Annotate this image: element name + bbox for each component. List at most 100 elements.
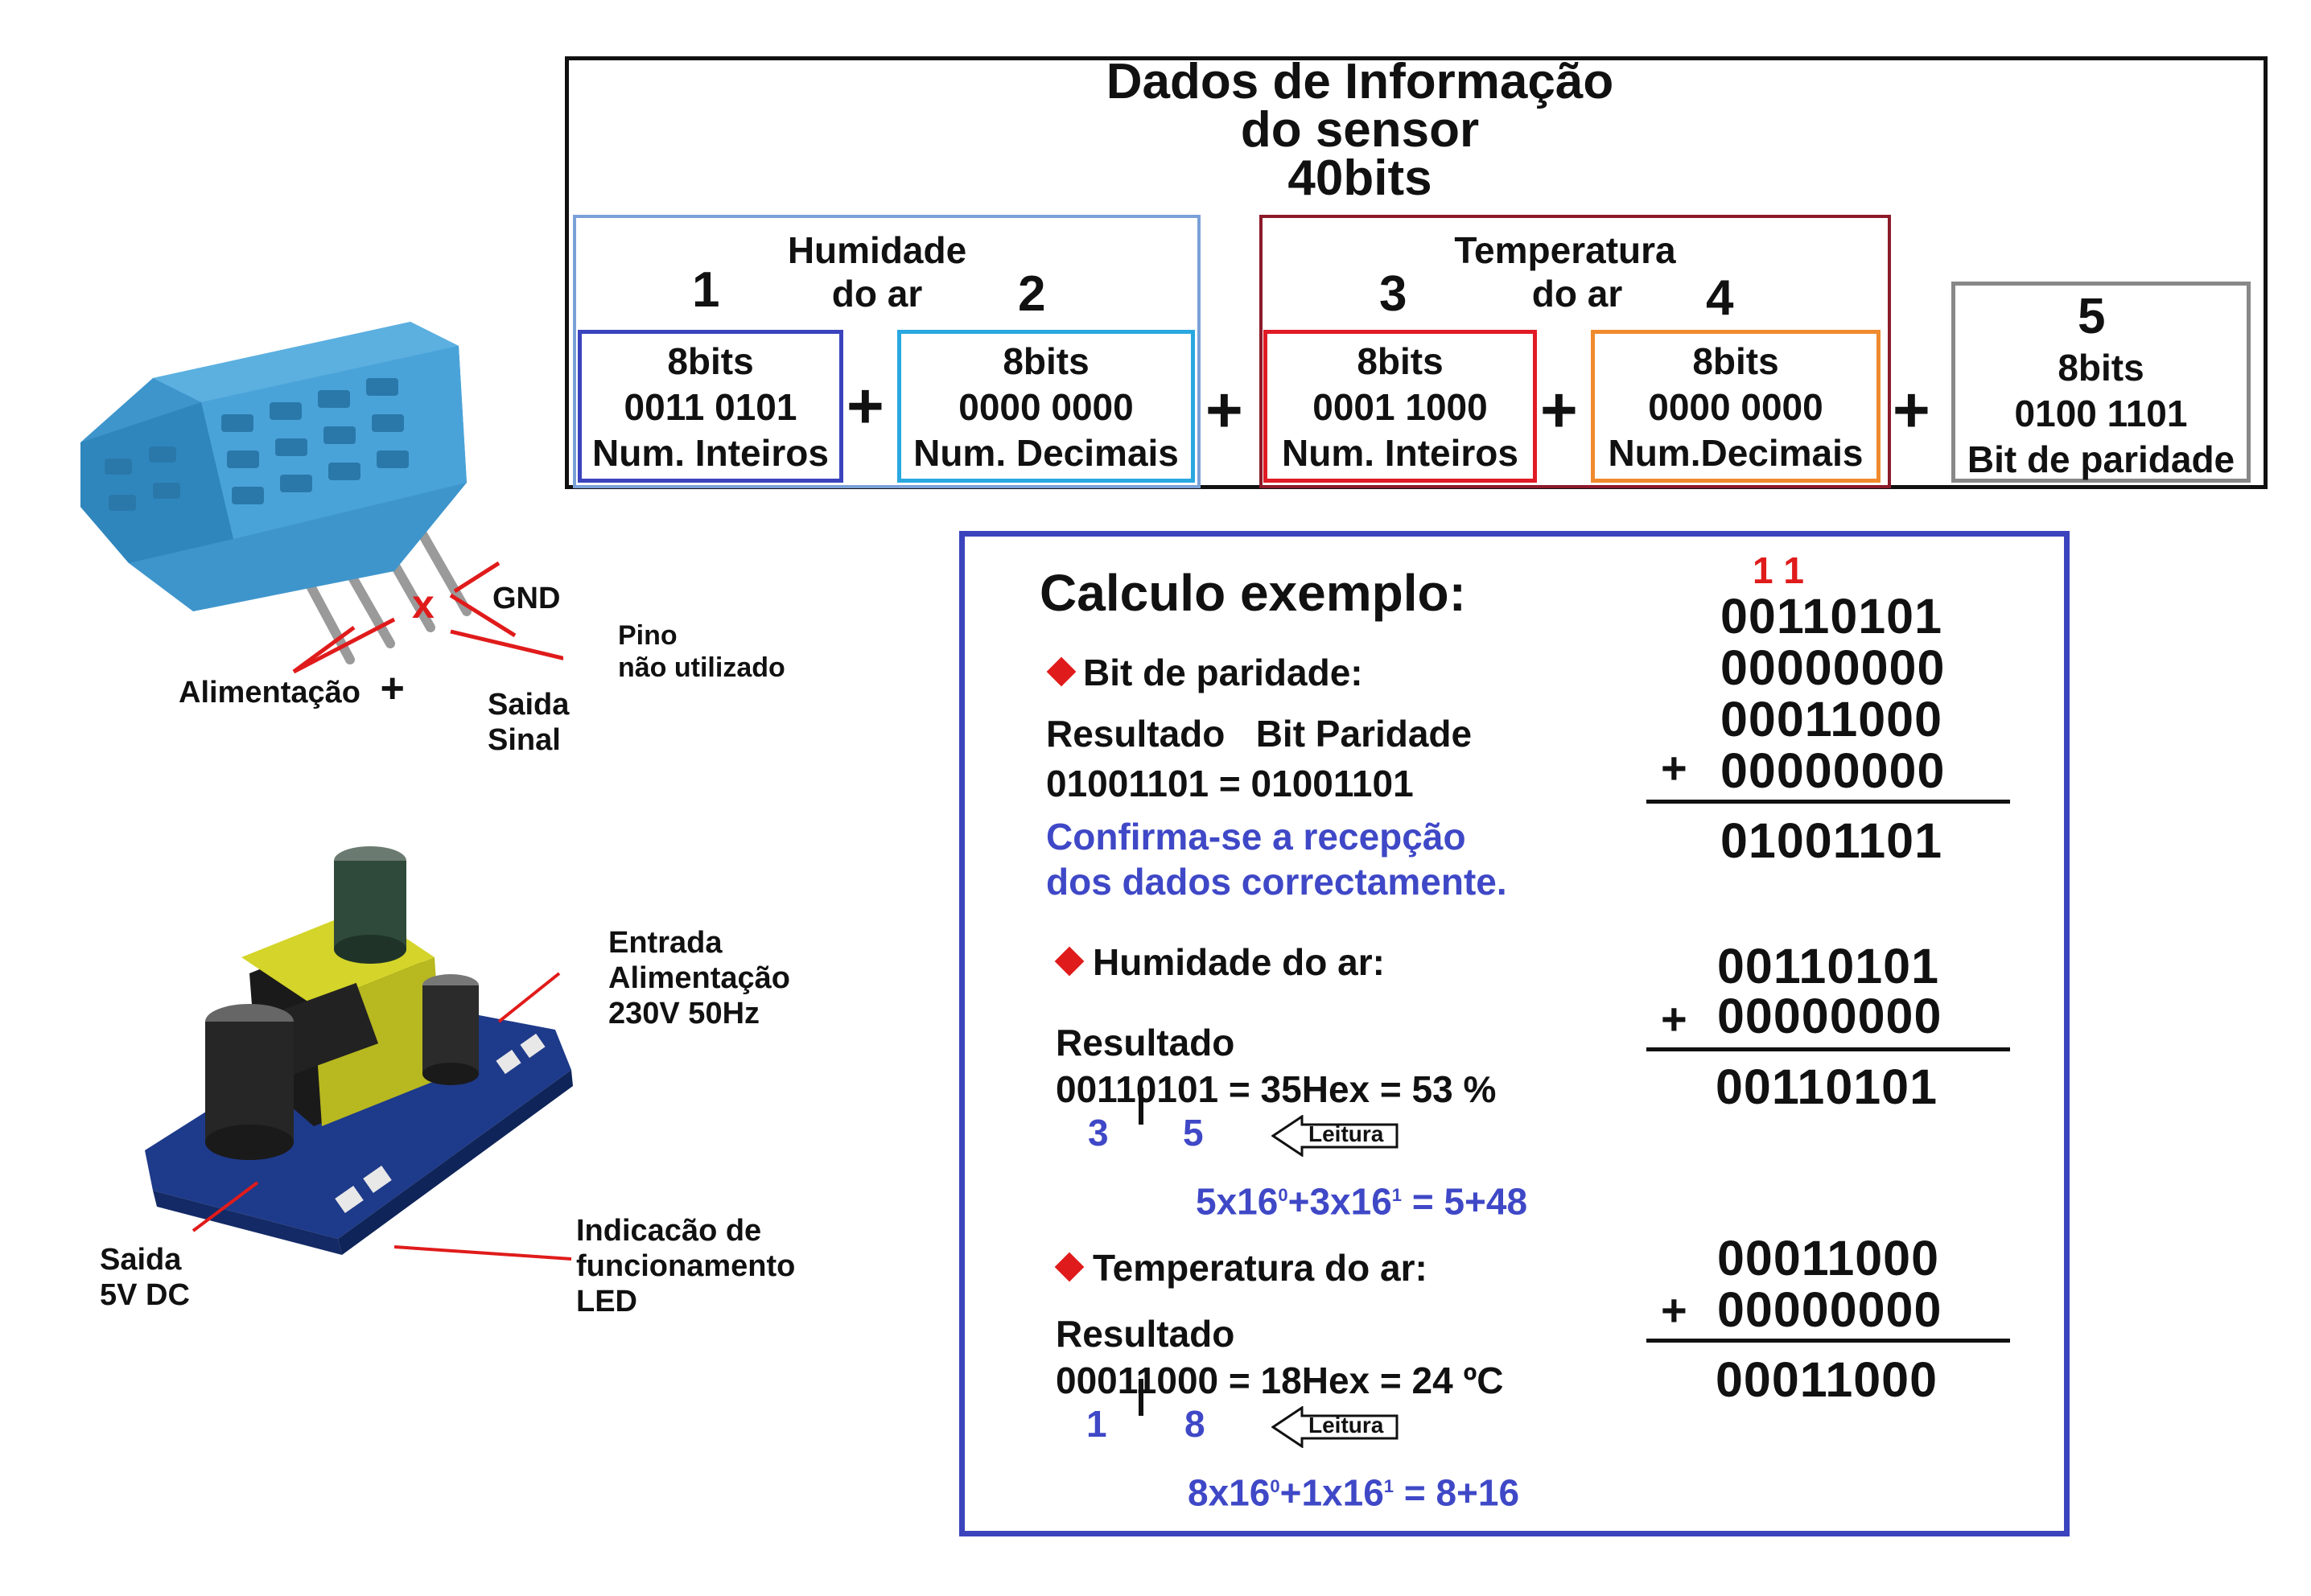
parity-carry: 1 1 <box>1753 549 1804 591</box>
parity-confirm-line-2: dos dados correctamente. <box>1046 861 1507 903</box>
field-3-value: 0001 1000 <box>1312 386 1488 428</box>
title-line-1: Dados de Informação <box>1106 54 1614 109</box>
humidity-addends: 00110101 00000000 <box>1717 941 1942 1041</box>
humidity-leitura-label: Leitura <box>1308 1121 1384 1146</box>
module-input-line-1: Entrada <box>608 926 723 960</box>
humidity-formula-term-2: +3x16 <box>1287 1180 1392 1223</box>
temperature-leitura-label: Leitura <box>1308 1413 1384 1438</box>
humidity-result-label: Resultado <box>1056 1022 1235 1063</box>
parity-addends: 00110101 00000000 00011000 00000000 <box>1720 590 1945 796</box>
module-input-line-3: 230V 50Hz <box>608 997 760 1030</box>
module-output-label: Saida 5V DC <box>100 1242 190 1313</box>
humidity-formula-result: = 5+48 <box>1402 1180 1528 1223</box>
humidity-digit-high: 3 <box>1088 1112 1109 1154</box>
module-input-label: Entrada Alimentação 230V 50Hz <box>608 925 790 1031</box>
temperature-group <box>1259 215 1891 488</box>
temperature-formula-exp-1: 0 <box>1270 1476 1280 1496</box>
power-label-text: Alimentação <box>179 676 360 710</box>
plus-sign-3: + <box>1540 374 1578 446</box>
field-2-value: 0000 0000 <box>958 386 1134 428</box>
field-1-number: 1 <box>692 262 720 318</box>
power-module-image <box>145 846 573 1261</box>
signal-out-line-2: Sinal <box>488 723 561 757</box>
field-1-value: 0011 0101 <box>624 386 797 428</box>
temperature-label-line-2: do ar <box>1531 273 1623 315</box>
field-2-size: 8bits <box>1003 340 1090 382</box>
humidity-nibble-low-and-result: 0101 = 35Hex = 53 % <box>1135 1068 1497 1110</box>
humidity-addend-1: 00110101 <box>1717 939 1940 993</box>
calc-title: Calculo exemplo: <box>1040 564 1466 622</box>
temperature-formula-exp-2: 1 <box>1383 1476 1394 1496</box>
temperature-label-line-1: Temperatura <box>1454 229 1676 271</box>
humidity-nibble-divider <box>1139 1088 1143 1125</box>
plus-sign-2: + <box>1205 374 1243 446</box>
field-1-desc: Num. Inteiros <box>592 432 829 474</box>
temperature-leitura-arrow-icon <box>1271 1406 1399 1448</box>
field-5-desc: Bit de paridade <box>1967 438 2235 480</box>
parity-addend-2: 00000000 <box>1720 640 1946 695</box>
humidity-formula: 5x160+3x161 = 5+48 <box>1196 1173 1527 1224</box>
field-2-desc: Num. Decimais <box>913 432 1179 474</box>
parity-result-label: Resultado Bit Paridade <box>1046 713 1473 755</box>
humidity-heading: Humidade do ar: <box>1093 941 1385 983</box>
temperature-result-line: 00011000 = 18Hex = 24 ºC <box>1056 1358 1504 1403</box>
module-output-line-1: Saida <box>100 1243 182 1277</box>
humidity-label-line-1: Humidade <box>787 229 967 271</box>
humidity-sum: 00110101 <box>1716 1059 1938 1114</box>
parity-result-line: 01001101 = 01001101 <box>1046 763 1414 804</box>
field-5-value: 0100 1101 <box>2014 393 2188 434</box>
field-3-box: 8bits 0001 1000 Num. Inteiros <box>1263 330 1537 483</box>
module-led-label: Indicacão de funcionamento LED <box>576 1213 795 1319</box>
temperature-addends: 00011000 00000000 <box>1717 1232 1942 1335</box>
humidity-leitura-arrow-icon <box>1271 1115 1399 1157</box>
humidity-sum-rule <box>1646 1047 2010 1051</box>
humidity-label-line-2: do ar <box>831 273 923 315</box>
humidity-nibble-high: 0011 <box>1056 1068 1136 1110</box>
temperature-nibble-low-and-result: 1000 = 18Hex = 24 ºC <box>1135 1359 1504 1401</box>
temperature-sum: 00011000 <box>1716 1352 1938 1407</box>
signal-out-line-1: Saida <box>488 688 570 722</box>
temperature-sum-rule <box>1646 1339 2010 1343</box>
unused-pin-line-1: Pino <box>618 620 678 651</box>
field-4-desc: Num.Decimais <box>1608 432 1864 474</box>
field-2-box: 8bits 0000 0000 Num. Decimais <box>897 330 1195 483</box>
unused-pin-label: Pino não utilizado <box>618 619 785 684</box>
plus-sign-1: + <box>847 370 884 442</box>
calc-example-panel <box>959 531 2070 1536</box>
temperature-group-label: Temperatura do ar <box>1416 228 1714 315</box>
gnd-label: GND <box>492 582 561 615</box>
module-led-line-2: funcionamento <box>576 1249 796 1283</box>
parity-addend-1: 00110101 <box>1720 589 1943 644</box>
temperature-formula-result: = 8+16 <box>1394 1471 1520 1514</box>
field-4-box: 8bits 0000 0000 Num.Decimais <box>1591 330 1881 483</box>
field-4-number: 4 <box>1706 270 1734 326</box>
temperature-addend-1: 00011000 <box>1717 1231 1940 1285</box>
power-label: Alimentação + <box>179 668 405 710</box>
temperature-digit-low: 8 <box>1184 1403 1205 1445</box>
parity-confirm-line-1: Confirma-se a recepção <box>1046 816 1466 858</box>
temperature-heading: Temperatura do ar: <box>1093 1247 1427 1289</box>
unused-pin-x-mark: x <box>412 582 435 627</box>
field-2-number: 2 <box>1018 266 1046 322</box>
field-3-number: 3 <box>1379 266 1407 322</box>
temperature-nibble-high: 0001 <box>1056 1359 1136 1401</box>
field-1-box: 8bits 0011 0101 Num. Inteiros <box>578 330 843 483</box>
plus-sign-4: + <box>1893 374 1930 446</box>
humidity-formula-term-1: 5x16 <box>1196 1180 1279 1223</box>
parity-sum: 01001101 <box>1720 813 1943 868</box>
temperature-plus-sign: + <box>1661 1285 1687 1335</box>
temperature-addend-2: 00000000 <box>1717 1282 1942 1337</box>
humidity-group <box>573 215 1201 488</box>
humidity-group-label: Humidade do ar <box>748 228 1006 315</box>
title-line-2: do sensor <box>1240 102 1480 158</box>
parity-plus-sign: + <box>1661 742 1687 793</box>
parity-sum-rule <box>1646 800 2010 804</box>
temperature-formula-term-2: +1x16 <box>1279 1471 1384 1514</box>
humidity-plus-sign: + <box>1661 993 1687 1044</box>
field-1-size: 8bits <box>667 340 754 382</box>
parity-addend-3: 00011000 <box>1720 692 1943 747</box>
dht11-sensor-image <box>80 322 563 674</box>
humidity-formula-exp-1: 0 <box>1278 1185 1288 1205</box>
module-input-line-2: Alimentação <box>608 961 790 995</box>
temperature-nibble-divider <box>1139 1379 1143 1416</box>
